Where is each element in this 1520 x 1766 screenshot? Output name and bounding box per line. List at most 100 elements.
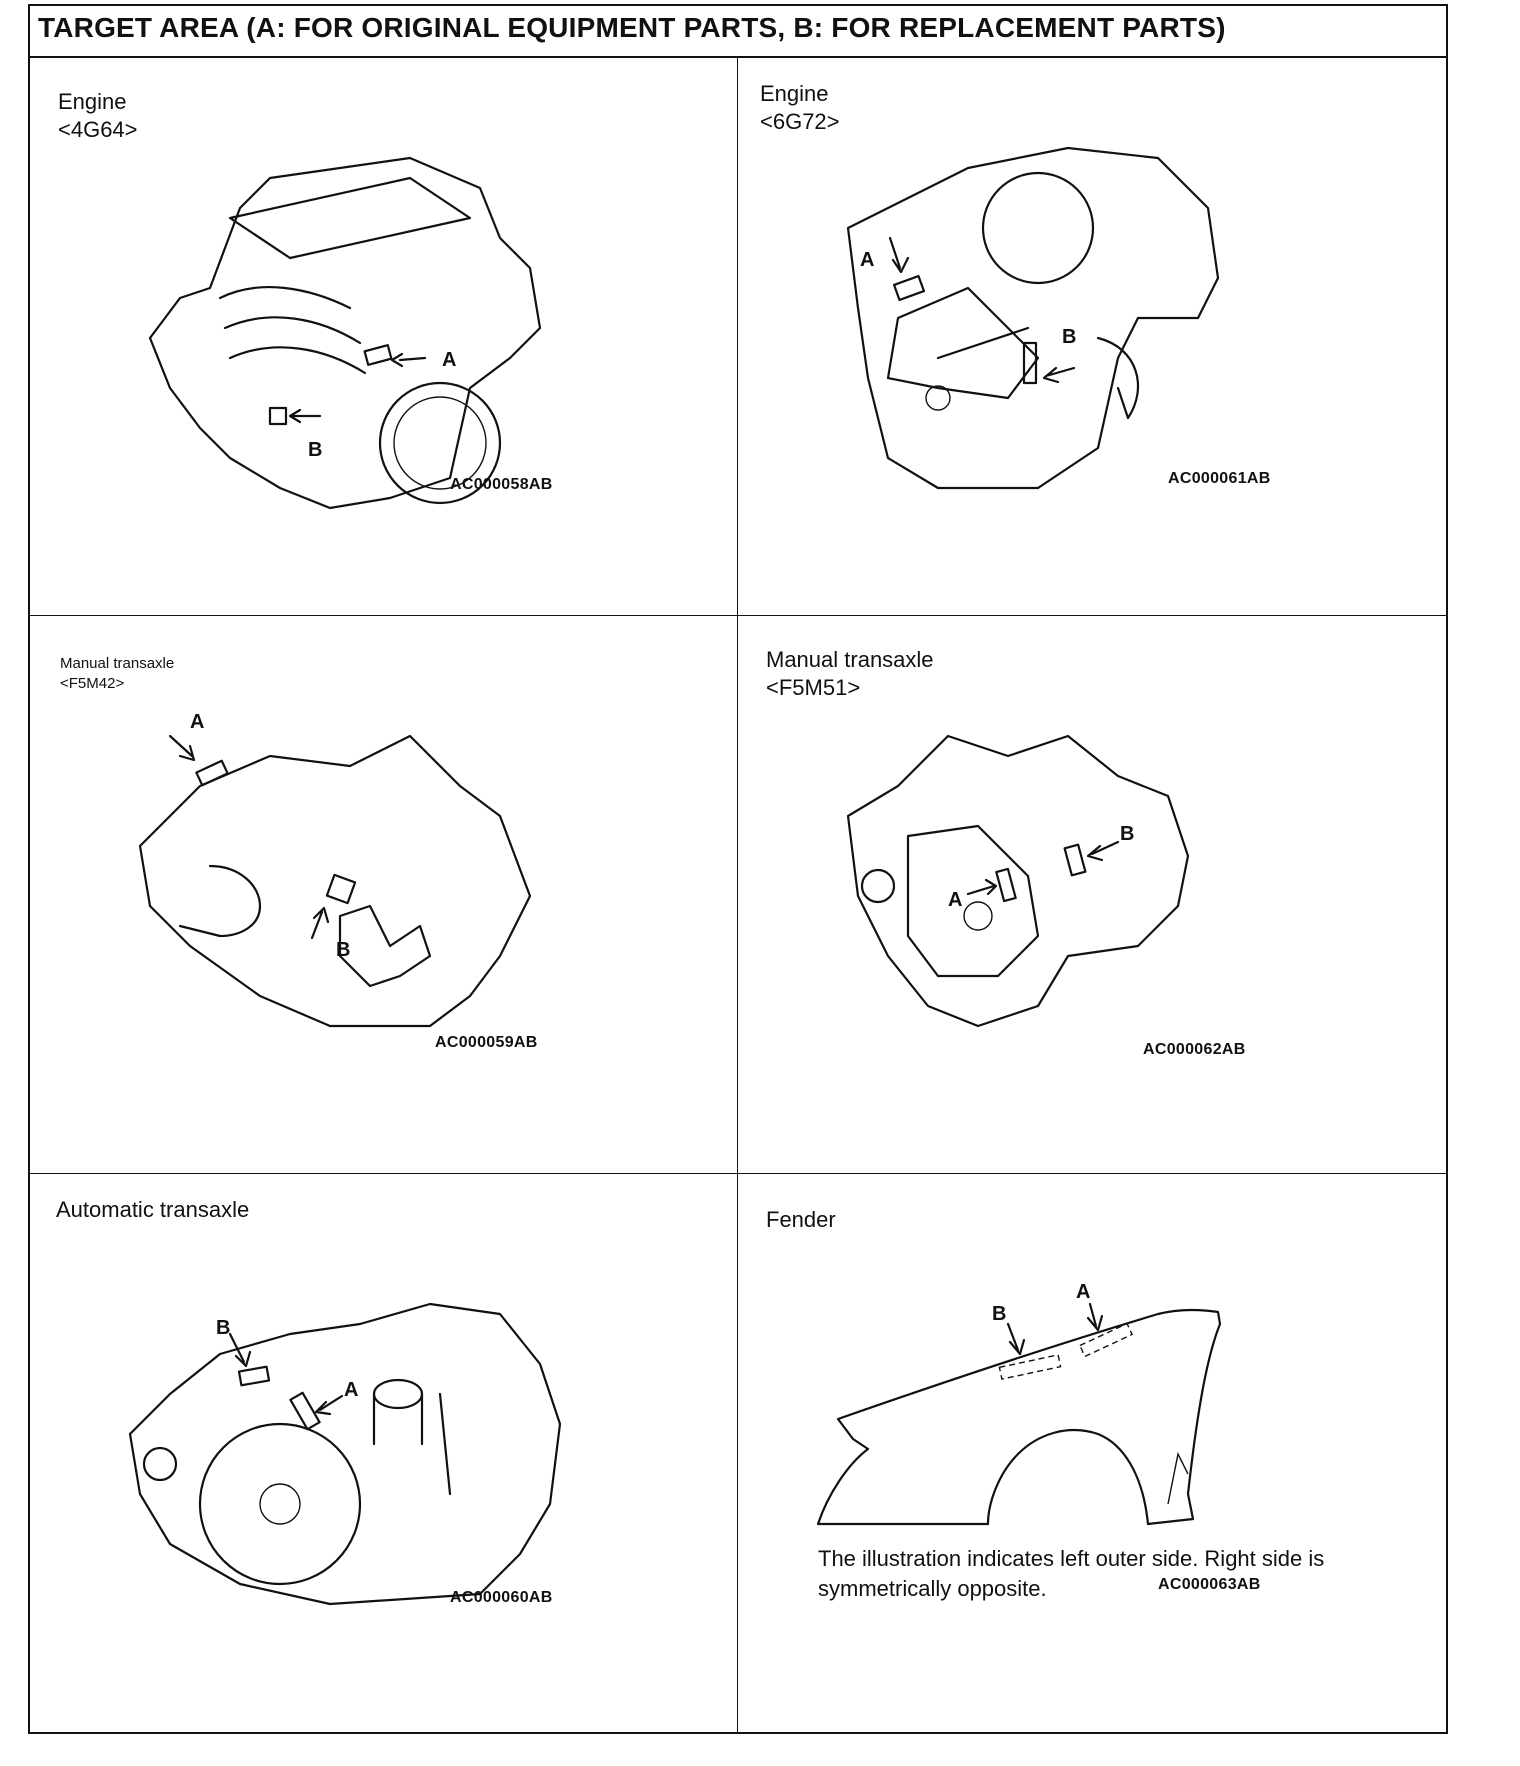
arrow-a bbox=[888, 236, 910, 274]
label-a: A bbox=[1076, 1281, 1090, 1303]
label-a: A bbox=[344, 1379, 358, 1401]
target-area-a bbox=[363, 344, 393, 366]
target-area-a bbox=[892, 274, 926, 302]
target-area-b bbox=[998, 1354, 1062, 1380]
arrow-a bbox=[966, 878, 998, 896]
panel-title-line: Engine bbox=[760, 81, 829, 106]
label-a: A bbox=[190, 711, 204, 733]
target-area-sheet: TARGET AREA (A: FOR ORIGINAL EQUIPMENT P… bbox=[28, 4, 1448, 1734]
panel-title: Engine <6G72> bbox=[760, 80, 840, 136]
panel-engine-6g72: Engine <6G72> A B AC000061AB bbox=[738, 58, 1446, 616]
engine-6g72-illustration: A B bbox=[846, 146, 1220, 490]
target-area-a bbox=[995, 867, 1017, 903]
arrow-b bbox=[228, 1332, 252, 1368]
torque-converter-hub bbox=[259, 1483, 301, 1525]
flywheel-inner bbox=[393, 396, 487, 490]
transaxle-f5m42-illustration: A B bbox=[138, 711, 532, 1028]
figure-code: AC000063AB bbox=[1158, 1576, 1261, 1593]
flywheel bbox=[378, 381, 502, 505]
header-bar: TARGET AREA (A: FOR ORIGINAL EQUIPMENT P… bbox=[30, 6, 1446, 58]
figure-code: AC000059AB bbox=[435, 1034, 538, 1051]
target-area-b bbox=[1063, 843, 1087, 877]
panel-title-line: Engine bbox=[58, 89, 127, 114]
target-area-a bbox=[1078, 1322, 1134, 1358]
target-area-b bbox=[237, 1365, 271, 1387]
mount-bracket bbox=[1096, 336, 1140, 420]
figure-code: AC000061AB bbox=[1168, 470, 1271, 487]
panel-title-line: Automatic transaxle bbox=[56, 1197, 250, 1222]
transaxle-case-outline bbox=[846, 734, 1190, 1028]
input-shaft bbox=[963, 901, 993, 931]
fender-note: The illustration indicates left outer si… bbox=[818, 1544, 1324, 1604]
label-b: B bbox=[1062, 326, 1076, 348]
drive-shaft-seal bbox=[142, 1446, 178, 1482]
panel-title: Manual transaxle <F5M51> bbox=[766, 646, 934, 702]
timing-cover bbox=[886, 286, 1040, 400]
figure-code: AC000058AB bbox=[450, 476, 553, 493]
filler-neck bbox=[372, 1392, 424, 1446]
target-area-b bbox=[325, 873, 357, 905]
page-title: TARGET AREA (A: FOR ORIGINAL EQUIPMENT P… bbox=[38, 12, 1226, 43]
panel-title-line: Fender bbox=[766, 1207, 836, 1232]
target-area-b bbox=[268, 406, 288, 426]
transaxle-case-outline bbox=[138, 734, 532, 1028]
panel-engine-4g64: Engine <4G64> A B AC000058AB bbox=[30, 58, 738, 616]
panel-title: Fender bbox=[766, 1206, 836, 1234]
arrow-b bbox=[1086, 840, 1120, 862]
panel-title-line: Manual transaxle bbox=[766, 647, 934, 672]
engine-body-outline bbox=[846, 146, 1220, 490]
panel-title: Manual transaxle <F5M42> bbox=[60, 654, 174, 694]
torque-converter-housing bbox=[198, 1422, 362, 1586]
arrow-b bbox=[1042, 366, 1076, 384]
transaxle-case-outline bbox=[128, 1302, 562, 1606]
timing-belt-line bbox=[936, 326, 1030, 360]
figure-code: AC000060AB bbox=[450, 1589, 553, 1606]
transaxle-f5m51-illustration: A B bbox=[846, 734, 1190, 1028]
fender-inner-edge bbox=[1167, 1451, 1189, 1505]
panel-title: Engine <4G64> bbox=[58, 88, 138, 144]
panel-fender: Fender B A The illustration indicates le… bbox=[738, 1174, 1446, 1732]
panel-title-line: <4G64> bbox=[58, 117, 138, 142]
shift-shaft bbox=[178, 864, 262, 938]
arrow-a bbox=[390, 352, 427, 368]
fender-illustration: B A bbox=[816, 1281, 1222, 1526]
panel-title-line: <6G72> bbox=[760, 109, 840, 134]
panel-automatic-transaxle: Automatic transaxle B A AC000060AB bbox=[30, 1174, 738, 1732]
label-a: A bbox=[948, 889, 962, 911]
fender-note-line: The illustration indicates left outer si… bbox=[818, 1546, 1325, 1571]
panel-manual-transaxle-f5m51: Manual transaxle <F5M51> A B AC000062AB bbox=[738, 616, 1446, 1174]
fender-outline bbox=[816, 1308, 1222, 1526]
automatic-transaxle-illustration: B A bbox=[128, 1302, 562, 1606]
shift-lever-assembly bbox=[338, 904, 432, 988]
target-area-b bbox=[1022, 341, 1038, 385]
label-b: B bbox=[336, 939, 350, 961]
figure-code: AC000062AB bbox=[1143, 1041, 1246, 1058]
arrow-b bbox=[310, 906, 330, 940]
fender-note-line: symmetrically opposite. bbox=[818, 1576, 1047, 1601]
panel-title-line: Manual transaxle bbox=[60, 655, 175, 672]
arrow-a bbox=[314, 1394, 344, 1416]
label-b: B bbox=[216, 1317, 230, 1339]
arrow-a bbox=[1086, 1302, 1104, 1332]
panel-title-line: <F5M42> bbox=[60, 675, 125, 692]
label-b: B bbox=[1120, 823, 1134, 845]
engine-body-outline bbox=[148, 156, 542, 510]
dipstick bbox=[438, 1392, 452, 1496]
crank-bolt bbox=[925, 385, 951, 411]
label-b: B bbox=[308, 439, 322, 461]
intake-manifold bbox=[218, 286, 367, 375]
engine-4g64-illustration: A B bbox=[148, 156, 542, 510]
valve-cover bbox=[228, 176, 472, 260]
label-a: A bbox=[860, 249, 874, 271]
label-b: B bbox=[992, 1303, 1006, 1325]
filler-cap bbox=[372, 1378, 424, 1410]
bell-housing bbox=[906, 824, 1040, 978]
target-area-a bbox=[289, 1391, 321, 1431]
panel-title: Automatic transaxle bbox=[56, 1196, 249, 1224]
target-area-a bbox=[195, 759, 229, 787]
arrow-b bbox=[1006, 1322, 1026, 1356]
label-a: A bbox=[442, 349, 456, 371]
arrow-a bbox=[168, 734, 196, 762]
arrow-b bbox=[288, 408, 322, 424]
fan-pulley bbox=[981, 171, 1095, 285]
